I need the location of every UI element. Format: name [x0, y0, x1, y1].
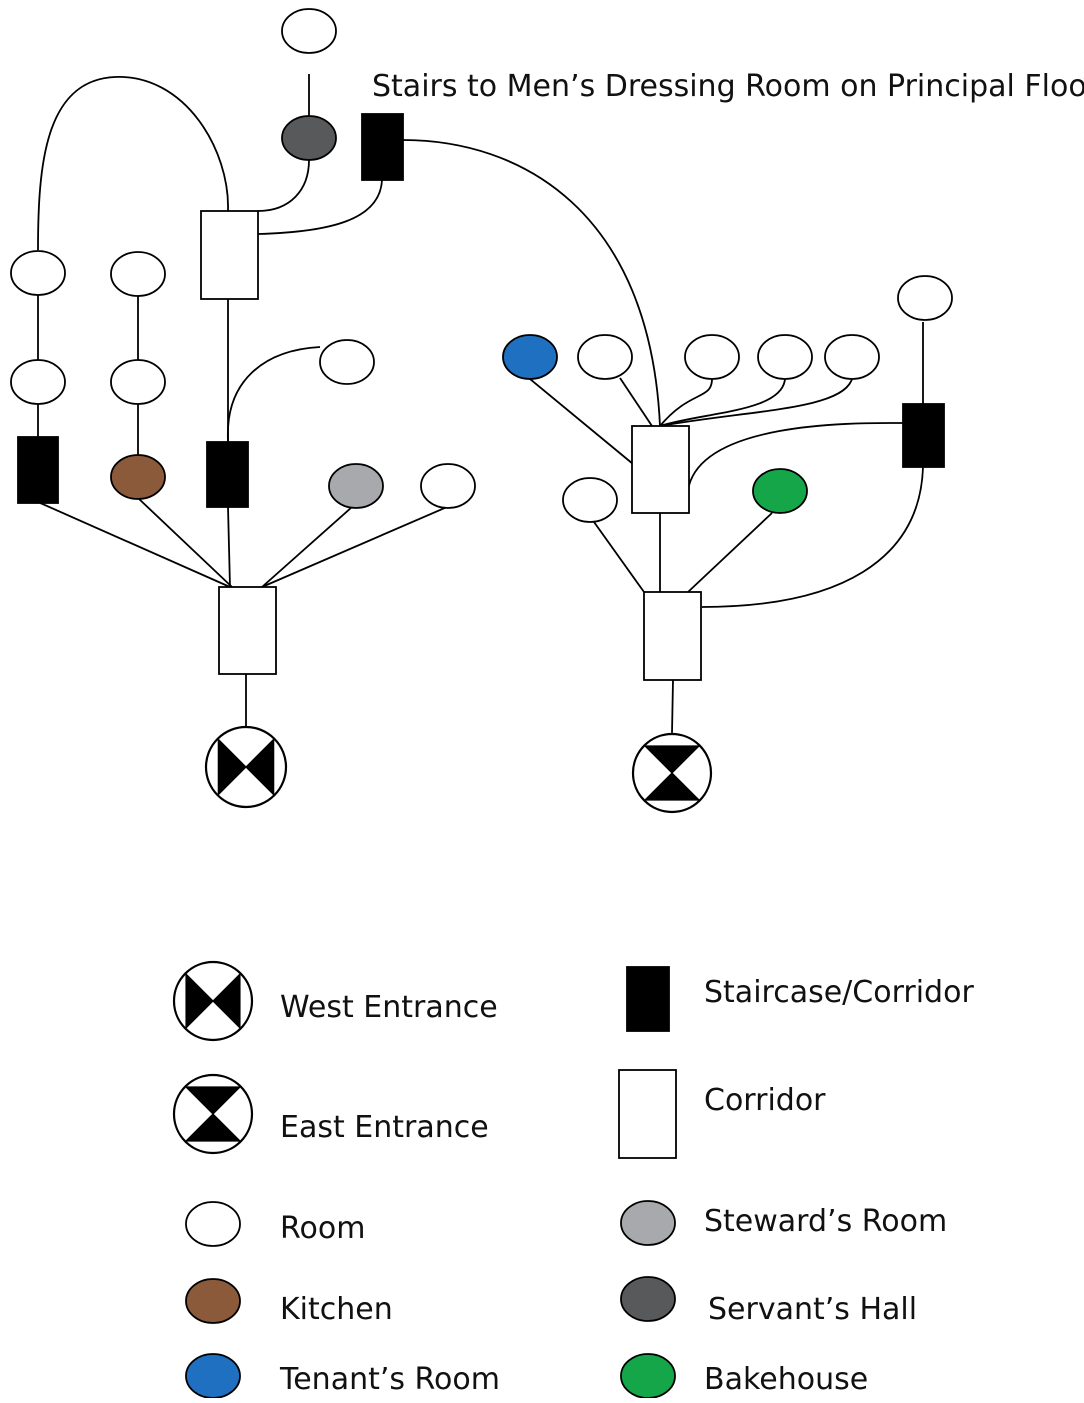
- legend-room-icon: [185, 1201, 241, 1247]
- edge-bakehouse-corridor-east-lower: [687, 512, 773, 593]
- edge-stair-east-corridor-lower: [701, 466, 924, 608]
- legend-tenant-room-label: Tenant’s Room: [279, 1362, 500, 1397]
- room-node: [10, 359, 66, 405]
- legend-servant-hall-icon: [620, 1276, 676, 1322]
- legend-bakehouse-label: Bakehouse: [704, 1362, 868, 1397]
- legend-west-entrance-icon: [172, 960, 254, 1042]
- kitchen-node: [110, 454, 166, 500]
- legend-servant-hall-label: Servant’s Hall: [708, 1292, 917, 1327]
- room-node: [110, 359, 166, 405]
- edge-corridor-east-room-c: [659, 378, 853, 427]
- edge-left-arc: [37, 76, 229, 251]
- legend-steward-room-label: Steward’s Room: [704, 1204, 947, 1239]
- legend-staircase-icon: [626, 966, 670, 1032]
- edge-room-corridor-east-lower: [593, 521, 645, 593]
- corridor-node-west: [218, 586, 277, 675]
- tenant-room-node: [502, 334, 558, 380]
- stair-node-center-left: [206, 441, 249, 508]
- stair-node-east: [902, 403, 945, 468]
- steward-room-node: [328, 463, 384, 509]
- stair-node-top: [361, 113, 404, 181]
- legend-corridor-icon: [618, 1069, 677, 1159]
- legend-west-entrance-label: West Entrance: [280, 990, 498, 1025]
- legend-kitchen-icon: [185, 1278, 241, 1324]
- room-node: [577, 334, 633, 380]
- legend-room-label: Room: [280, 1211, 365, 1246]
- edge-corridor-east-stair: [687, 422, 904, 491]
- edge-stair-corridor-west: [37, 501, 231, 588]
- edge-corridor-east-entrance: [671, 679, 674, 734]
- edge-corridor-to-servant-hall: [257, 159, 310, 212]
- legend-staircase-label: Staircase/Corridor: [704, 975, 974, 1010]
- legend-east-entrance-label: East Entrance: [280, 1110, 489, 1145]
- room-node: [420, 463, 476, 509]
- servant-hall-node: [281, 115, 337, 161]
- stairs-note-label: Stairs to Men’s Dressing Room on Princip…: [372, 69, 1084, 104]
- edge-kitchen-corridor-west: [137, 497, 233, 588]
- legend-east-entrance-icon: [172, 1073, 254, 1155]
- edge-stair-to-room: [227, 346, 321, 442]
- room-node: [897, 275, 953, 321]
- edge-tenant-room-corridor-east-upper: [529, 378, 634, 465]
- legend-kitchen-label: Kitchen: [280, 1292, 393, 1327]
- corridor-node-upper-left: [200, 210, 259, 300]
- legend: West Entrance East Entrance Room Kitchen…: [172, 960, 974, 1399]
- west-entrance-node: [204, 725, 288, 809]
- room-node: [824, 334, 880, 380]
- room-node: [757, 334, 813, 380]
- edge-stairs-top-to-corridor-east: [402, 139, 661, 427]
- edge-steward-corridor-west: [261, 506, 353, 588]
- east-entrance-node: [631, 732, 713, 814]
- room-node: [10, 250, 66, 296]
- edge-corridor-to-stairs-top: [257, 179, 383, 235]
- graph-nodes: [10, 8, 953, 814]
- legend-steward-room-icon: [620, 1200, 676, 1246]
- room-node: [562, 477, 618, 523]
- edge-room-corridor-west: [261, 506, 448, 588]
- corridor-node-east-upper: [631, 425, 690, 514]
- legend-bakehouse-icon: [620, 1353, 676, 1399]
- corridor-node-east-lower: [643, 591, 702, 681]
- room-node: [110, 251, 166, 297]
- edge-corridor-east-room-a: [659, 378, 713, 427]
- bakehouse-node: [752, 468, 808, 514]
- legend-tenant-room-icon: [185, 1353, 241, 1399]
- stair-node-left: [17, 436, 59, 504]
- room-node: [319, 339, 375, 385]
- edge-corridor-east-room-b: [659, 378, 786, 427]
- legend-corridor-label: Corridor: [704, 1083, 826, 1118]
- room-node: [281, 8, 337, 54]
- edge-room-corridor-east-upper: [619, 377, 653, 427]
- graph-edges: [37, 74, 924, 734]
- room-node: [684, 334, 740, 380]
- edge-stair-center-corridor-west: [227, 506, 231, 588]
